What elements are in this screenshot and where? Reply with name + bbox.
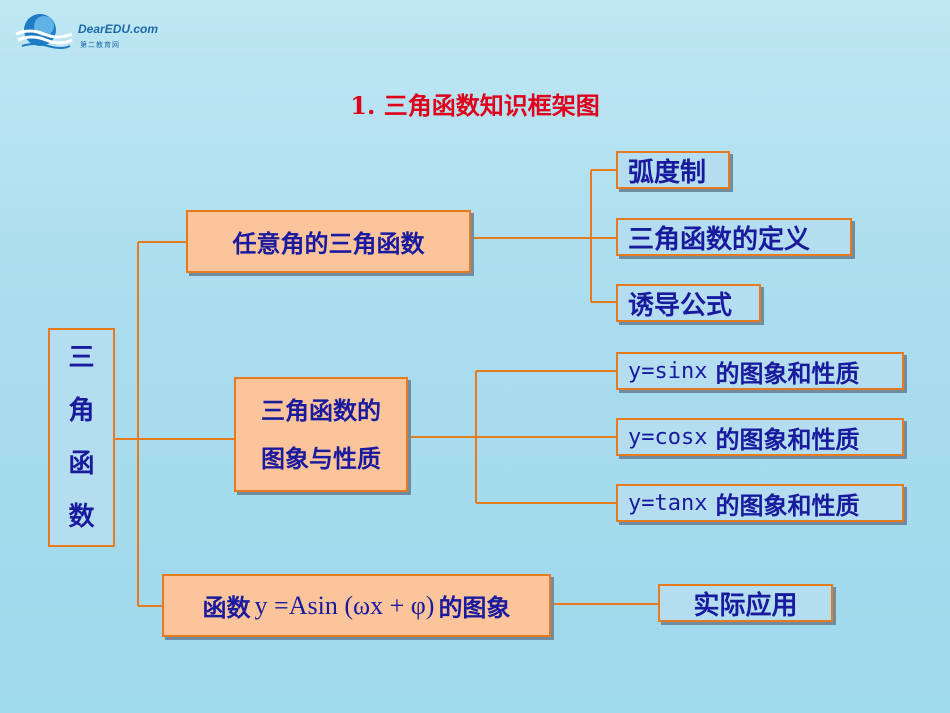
node-suffix: 的图象和性质	[715, 425, 860, 454]
node-suffix: 的图象和性质	[715, 359, 860, 388]
root-char: 角	[68, 395, 95, 426]
branch-formula: y =Asin (ωx + φ)	[254, 590, 435, 620]
branch-arbitrary-angle: 任意角的三角函数	[186, 210, 471, 273]
node-tan: y=tanx 的图象和性质	[616, 484, 904, 522]
node-func: y=cosx	[628, 424, 708, 450]
branch-label: 任意角的三角函数	[232, 230, 425, 258]
branch-asin-graph: 函数 y =Asin (ωx + φ) 的图象	[162, 574, 551, 637]
branch-label-line1: 三角函数的	[261, 396, 381, 425]
branch-prefix: 函数	[202, 594, 251, 622]
root-char: 数	[68, 501, 95, 532]
node-suffix: 的图象和性质	[715, 491, 860, 520]
diagram-title: 1. 三角函数知识框架图	[350, 91, 600, 120]
root-char: 函	[68, 448, 95, 479]
node-sin: y=sinx 的图象和性质	[616, 352, 904, 390]
node-func: y=tanx	[628, 490, 708, 516]
node-definition: 三角函数的定义	[616, 218, 852, 256]
node-label: 三角函数的定义	[628, 224, 811, 255]
logo-subtitle: 第二教育网	[80, 41, 120, 49]
root-char: 三	[68, 342, 95, 373]
logo-mark-icon	[15, 14, 73, 49]
node-label: 实际应用	[693, 590, 798, 621]
branch-suffix: 的图象	[438, 594, 511, 622]
branch-label-line2: 图象与性质	[261, 444, 381, 473]
node-cos: y=cosx 的图象和性质	[616, 418, 904, 456]
branch-graph-properties: 三角函数的 图象与性质	[234, 377, 408, 492]
node-induction-formula: 诱导公式	[616, 284, 761, 322]
node-func: y=sinx	[628, 358, 708, 384]
node-application: 实际应用	[658, 584, 833, 622]
root-node: 三 角 函 数	[48, 328, 115, 547]
logo: DearEDU.com 第二教育网	[14, 12, 158, 52]
logo-text: DearEDU.com	[78, 22, 159, 36]
node-radian: 弧度制	[616, 151, 730, 189]
node-label: 弧度制	[628, 157, 707, 188]
node-label: 诱导公式	[628, 290, 733, 321]
